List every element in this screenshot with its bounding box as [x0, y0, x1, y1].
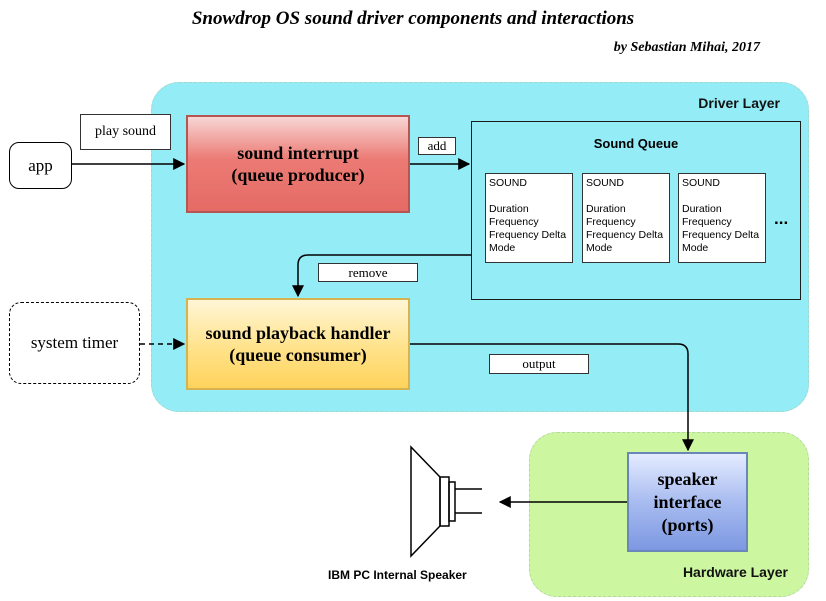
queue-item: SOUND Duration Frequency Frequency Delta… — [485, 173, 573, 263]
queue-item-field: Mode — [586, 242, 613, 254]
queue-item-header: SOUND — [682, 177, 720, 189]
edge-playback-to-speaker-interface — [410, 343, 694, 452]
sound-interrupt-role: (queue producer) — [231, 165, 365, 185]
queue-item-field: Frequency — [586, 216, 636, 228]
queue-item-field: Duration — [586, 203, 626, 215]
sound-interrupt-node: sound interrupt (queue producer) — [186, 115, 410, 213]
queue-item: SOUND Duration Frequency Frequency Delta… — [678, 173, 766, 263]
sound-interrupt-label: sound interrupt — [237, 143, 359, 163]
system-timer-label: system timer — [30, 333, 119, 352]
queue-item: SOUND Duration Frequency Frequency Delta… — [582, 173, 670, 263]
app-node: app — [9, 142, 72, 189]
diagram-title: Snowdrop OS sound driver components and … — [191, 8, 635, 29]
diagram-author: by Sebastian Mihai, 2017 — [613, 40, 760, 55]
playback-handler-role: (queue consumer) — [229, 345, 367, 365]
edge-label-remove: remove — [318, 263, 418, 282]
hardware-layer-title: Hardware Layer — [682, 564, 788, 580]
playback-handler-node: sound playback handler (queue consumer) — [186, 298, 410, 390]
queue-item-field: Frequency — [682, 216, 732, 228]
queue-item-header: SOUND — [489, 177, 527, 189]
edge-label-add: add — [418, 137, 456, 155]
edge-label-output: output — [489, 354, 589, 374]
queue-item-field: Mode — [682, 242, 709, 254]
queue-item-field: Duration — [682, 203, 722, 215]
queue-item-field: Frequency Delta — [682, 229, 760, 241]
queue-item-header: SOUND — [586, 177, 624, 189]
playback-handler-label: sound playback handler — [205, 323, 391, 343]
speaker-caption: IBM PC Internal Speaker — [328, 568, 467, 582]
speaker-icon — [410, 445, 482, 558]
edge-queue-to-playback — [292, 254, 471, 298]
sound-queue-title: Sound Queue — [593, 136, 679, 151]
system-timer-node: system timer — [9, 302, 140, 384]
driver-layer-title: Driver Layer — [698, 95, 780, 111]
speaker-interface-line-1: speaker — [657, 468, 718, 489]
speaker-interface-node: speaker interface (ports) — [627, 452, 748, 552]
queue-item-field: Frequency — [489, 216, 539, 228]
sound-queue: Sound Queue SOUND Duration Frequency Fre… — [471, 121, 801, 300]
queue-item-field: Frequency Delta — [489, 229, 567, 241]
app-label: app — [28, 155, 53, 175]
queue-more-indicator: ... — [774, 209, 789, 228]
speaker-interface-line-3: (ports) — [661, 514, 714, 535]
queue-item-field: Frequency Delta — [586, 229, 664, 241]
edge-label-play-sound: play sound — [80, 114, 171, 150]
speaker-interface-line-2: interface — [653, 491, 722, 512]
queue-item-field: Mode — [489, 242, 516, 254]
queue-item-field: Duration — [489, 203, 529, 215]
